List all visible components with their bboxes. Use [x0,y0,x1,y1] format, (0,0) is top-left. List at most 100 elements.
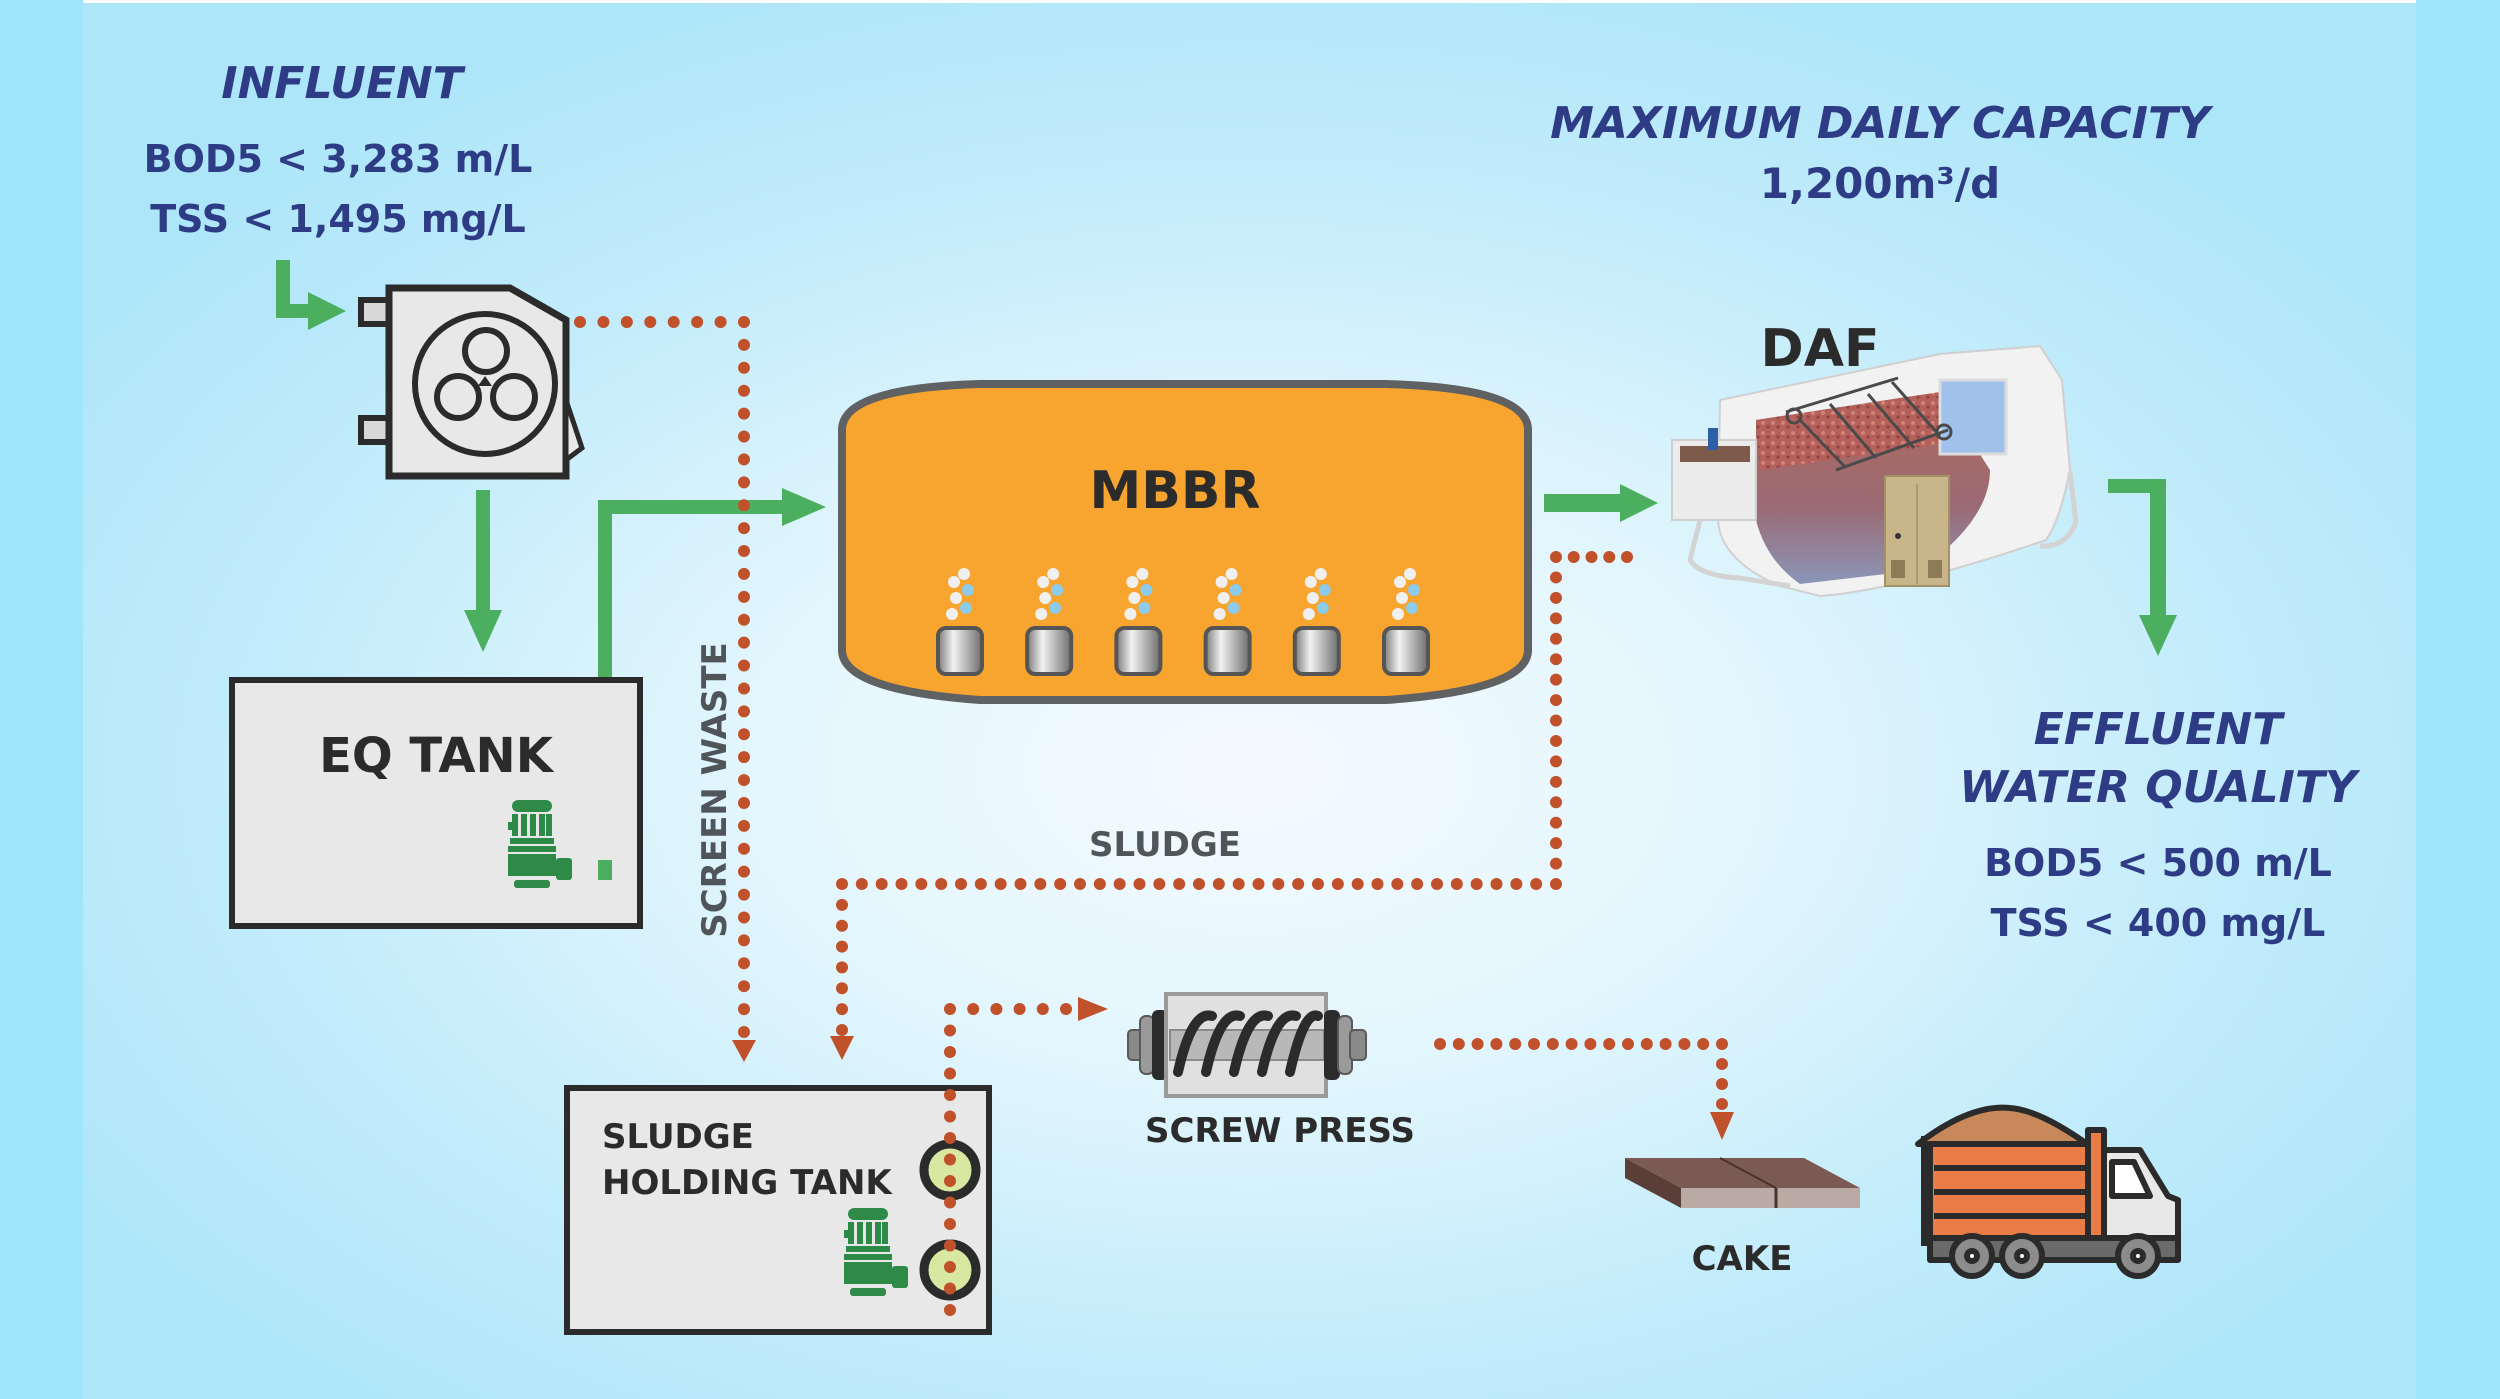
tank-to-press-dot [944,1046,956,1058]
sludge-dot [1292,878,1305,890]
air-bubble [1396,592,1408,604]
air-bubble [1136,568,1149,580]
press-to-cake-dot [1697,1038,1710,1050]
screen-waste-dot [738,590,750,603]
daf-unit[interactable]: DAF [1671,319,2079,598]
diffuser [936,626,984,676]
press-to-cake-dot [1452,1038,1465,1050]
sludge-dot [1550,632,1562,645]
tank-to-press-dot [944,1196,956,1209]
diffuser [1382,626,1430,676]
sludge-dot [1550,837,1562,850]
sludge-dot [1530,878,1543,890]
sludge-dot [1550,694,1562,707]
air-bubble [1049,602,1062,614]
air-bubble [1302,608,1315,620]
sludge-dot [855,878,868,890]
press-to-cake-dot [1528,1038,1540,1050]
screw-press[interactable]: SCREW PRESS [1127,992,1415,1151]
diffuser [1292,626,1341,676]
sludge-to-tank-arrowhead [830,1036,854,1060]
sludge-dot [1232,878,1245,890]
press-to-cake-arrowhead [1710,1112,1734,1140]
air-bubble [962,584,974,596]
press-to-cake-dot [1546,1038,1559,1050]
sludge-dot [1193,878,1205,890]
sludge-dot [1034,878,1047,890]
sludge-dot [1567,551,1580,563]
cake-label: CAKE [1692,1239,1793,1279]
sludge-dot [895,878,908,890]
rotary-drum-screen[interactable] [358,284,585,480]
sludge-arrowheads [732,997,1734,1140]
influent-title: INFLUENT [221,58,465,109]
air-bubble [950,592,962,604]
mbbr-reactor[interactable]: MBBR [838,380,1532,704]
sludge-dot [1550,734,1562,747]
tank-to-press-dot [1036,1003,1049,1015]
sludge-dot [1351,878,1364,890]
water-flow-lines [276,260,2177,882]
sludge-dot [1212,878,1225,890]
press-to-cake-dot [1716,1078,1728,1090]
tank-to-press-dot [944,1175,956,1187]
screw-press-icon [1127,992,1367,1098]
sludge-dot [1272,878,1285,890]
sludge-dot [1431,878,1443,890]
air-bubble [1404,568,1416,580]
air-bubble [1213,608,1226,620]
sludge-dot [836,919,848,932]
screw-press-label: SCREW PRESS [1145,1111,1415,1151]
screen-waste-dot [738,728,750,741]
screen-waste-dot [738,1003,750,1016]
eq-tank[interactable]: EQ TANK [229,677,643,929]
influent-info: INFLUENT BOD5 < 3,283 m/L TSS < 1,495 mg… [144,58,533,241]
sludge-dot [1550,612,1562,625]
air-bubble [1217,592,1230,604]
sludge-dot [836,940,848,953]
screen-waste-arrowhead [732,1040,756,1062]
capacity-info: MAXIMUM DAILY CAPACITY 1,200m³/d [1550,98,2214,208]
press-to-cake-dot [1716,1098,1728,1110]
sludge-flow-lines [574,316,1728,1110]
effluent-title-line2: WATER QUALITY [1959,762,2361,813]
screen-waste-dot [738,980,750,993]
sludge-holding-tank[interactable]: SLUDGE HOLDING TANK [564,1085,992,1335]
press-to-cake-dot [1678,1038,1691,1050]
press-to-cake-dot [1603,1038,1616,1050]
screen-waste-dot [574,316,586,328]
influent-bod5: BOD5 < 3,283 m/L [144,137,533,181]
air-bubble [1039,592,1052,604]
sludge-dot [955,878,967,890]
press-to-cake-dot [1716,1058,1728,1070]
screen-waste-dot [714,316,727,328]
sludge-dot [935,878,948,890]
capacity-title: MAXIMUM DAILY CAPACITY [1550,98,2214,149]
screen-waste-dot [738,705,750,718]
sludge-dot [836,982,848,995]
pump-icon [844,1208,908,1296]
screen-waste-dot [738,545,750,558]
pipe-port-upper [919,1139,981,1201]
sludge-dot [1252,878,1265,890]
screen-waste-dot [738,1026,750,1038]
tank-to-press-dot [944,1304,956,1316]
air-bubble [1306,592,1319,604]
sludge-dot [1550,653,1562,666]
mbbr-label: MBBR [1089,461,1260,521]
sludge-dot [1621,551,1633,563]
diffuser-row [936,568,1430,676]
sludge-dot [1550,857,1562,870]
tank-to-press-dot [944,1282,956,1295]
air-bubble [1037,576,1050,588]
tank-to-press-dot [944,1067,956,1080]
daf-to-effluent-arrow [2108,479,2177,656]
screen-waste-dot [738,476,750,489]
sludge-dot [1550,816,1562,829]
sludge-dot [915,878,928,890]
tank-to-press-dot [944,1024,956,1037]
screen-waste-dot [738,682,750,695]
screen-waste-dot [738,361,750,374]
sludge-dot [1550,755,1562,768]
sludge-dot [1093,878,1106,890]
